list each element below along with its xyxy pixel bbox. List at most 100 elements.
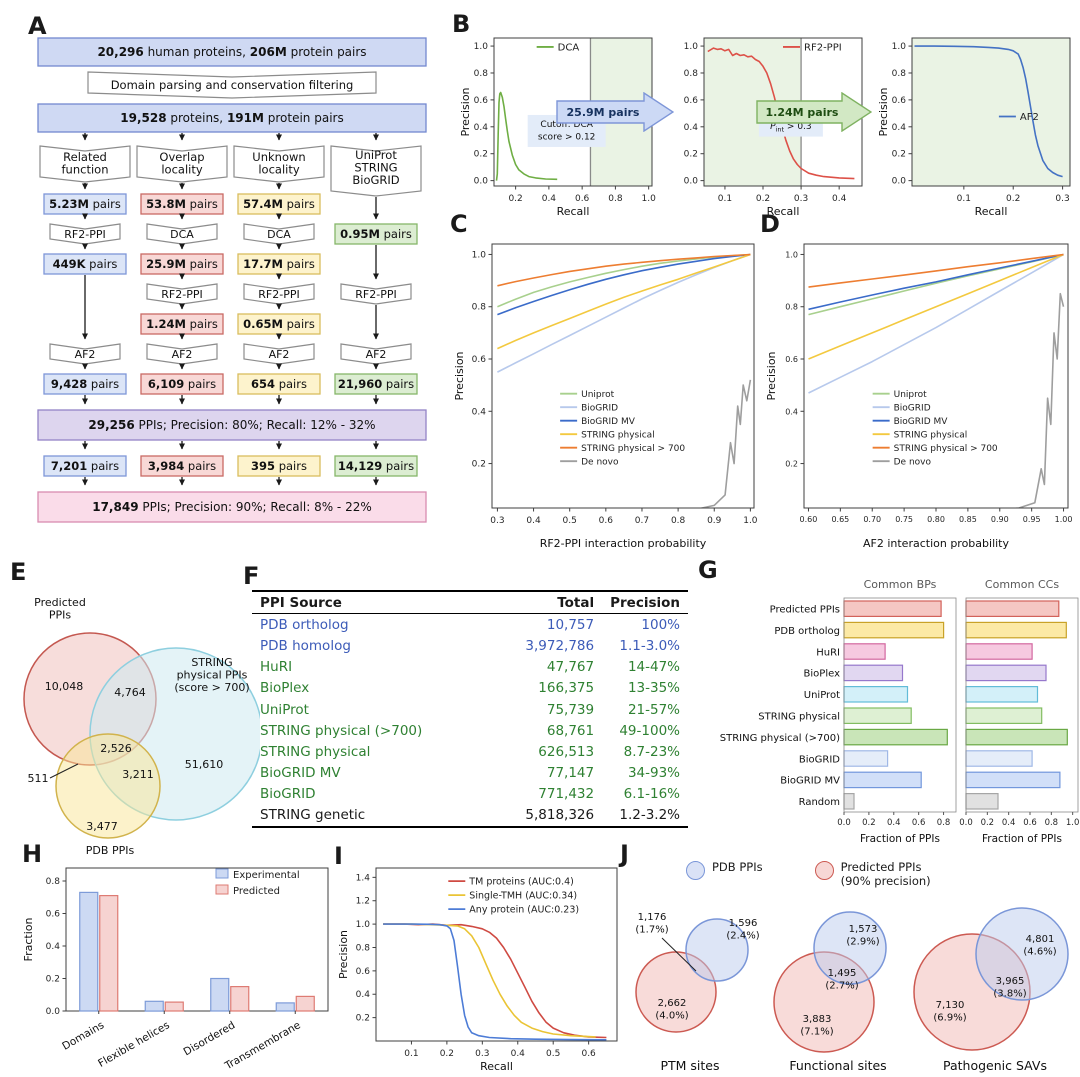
series-STRING physical > 700 (497, 253, 751, 287)
flow-box (334, 373, 418, 395)
j-legend-item: Predicted PPIs(90% precision) (814, 860, 931, 889)
y-label: Fraction (22, 918, 35, 962)
x-tick-label: 1.0 (642, 194, 657, 204)
x-tick-label: 1.0 (743, 516, 758, 526)
y-tick-label: 0.4 (474, 123, 489, 133)
g-bar (843, 600, 942, 617)
flow-filtered-box (37, 103, 427, 133)
legend: TM proteins (AUC:0.4)Single-TMH (AUC:0.3… (448, 877, 579, 916)
y-axis: 0.00.20.40.60.81.0 (474, 42, 494, 187)
g-tick-label: 0.6 (912, 818, 926, 828)
venn-label: 2,526 (100, 742, 132, 755)
flow-text: locality (258, 163, 300, 177)
g-bar (965, 793, 999, 810)
flow-text: 5.23M pairs (49, 197, 121, 211)
venn-label: (4.6%) (1023, 947, 1056, 958)
y-tick-label: 0.2 (356, 1014, 370, 1024)
venn-label: 3,883 (803, 1014, 832, 1025)
y-tick-label: 0.6 (356, 967, 371, 977)
y-tick-label: 1.0 (684, 42, 699, 52)
y-tick-label: 1.0 (474, 42, 489, 52)
h-bar (275, 1002, 295, 1012)
tspan-el: 395 (251, 459, 275, 473)
h-category-label: Flexible helices (96, 1019, 172, 1070)
x-tick-label: 0.6 (581, 1049, 596, 1059)
j-legend-item: PDB PPIs (686, 860, 763, 889)
y-tick-label: 0.0 (474, 177, 489, 187)
tspan-el: pairs (382, 377, 414, 391)
series-Single-TMH (AUC:0.34) (383, 923, 596, 1038)
venn-label: 3,477 (86, 820, 118, 833)
flow-text: DCA (170, 228, 194, 241)
series-DCA (495, 91, 558, 181)
flow-text: 14,129 pairs (338, 459, 414, 473)
y-tick-label: 0.2 (474, 150, 488, 160)
legend: DCA (536, 42, 579, 53)
svg-el: 4,801(4.6%)3,965(3.8%)7,130(6.9%)Pathoge… (913, 907, 1069, 1073)
y-axis: 0.20.40.60.81.0 (785, 250, 804, 469)
x-tick-label: 0.3 (475, 1049, 489, 1059)
venn-label: PPIs (49, 609, 72, 622)
x-tick-label: 0.90 (991, 515, 1009, 524)
cutoff-note: Cutoff: DCA (540, 120, 593, 130)
flow-box (334, 223, 418, 245)
x-tick-label: 0.5 (546, 1049, 560, 1059)
flow-col-header (136, 145, 228, 183)
g-category-label: BioGRID MV (780, 776, 840, 787)
g-tick-label: 0.2 (981, 818, 995, 828)
tspan-el: 449K (53, 257, 87, 271)
flow-text: BioGRID (352, 173, 399, 187)
series-Uniprot (497, 253, 751, 308)
series-De novo (698, 379, 752, 508)
precision-cell: 6.1-16% (623, 786, 680, 803)
big-arrow-label: 1.24M pairs (766, 106, 839, 119)
x-tick-label: 0.3 (794, 194, 808, 204)
h-bar (164, 1001, 184, 1012)
flow-merge1 (37, 409, 427, 441)
venn-label: (2.9%) (846, 937, 879, 948)
flow-step (49, 343, 121, 365)
flow-box (43, 253, 127, 275)
y-tick-label: 1.0 (785, 250, 798, 259)
y-axis: 0.20.40.60.81.01.21.4 (356, 873, 376, 1024)
flow-text: 0.65M pairs (243, 317, 315, 331)
tspan-el: pairs (275, 377, 307, 391)
venn-label: 4,801 (1026, 934, 1055, 945)
panel-label-i: I (334, 842, 343, 870)
y-tick-label: 1.0 (472, 250, 487, 260)
panel-b-arrow-2: 1.24M pairs (756, 92, 872, 132)
series-De novo (1009, 292, 1065, 508)
tspan-el: pairs (283, 197, 315, 211)
total-cell: 68,761 (546, 722, 595, 739)
flow-merge2 (37, 491, 427, 523)
flow-text: function (62, 163, 109, 177)
total-cell: 10,757 (546, 616, 595, 633)
legend-label: De novo (581, 458, 619, 468)
legend-label: RF2-PPI (804, 42, 842, 53)
tspan-el: 3,984 (148, 459, 184, 473)
tspan-el: 53.8M (146, 197, 186, 211)
g-tick-label: 0.0 (837, 818, 851, 828)
tspan-el: pairs (186, 257, 218, 271)
table-header: Total (476, 590, 603, 615)
big-arrow-label: 25.9M pairs (567, 106, 640, 119)
table-header: PPI Source (252, 590, 477, 615)
y-tick-label: 0.6 (474, 96, 489, 106)
panel-b-arrow-1: 25.9M pairs (556, 92, 674, 132)
series-BioGRID MV (497, 253, 751, 316)
y-axis: 0.20.40.60.81.0 (472, 250, 492, 470)
precision-cell: 1.2-3.2% (602, 804, 688, 829)
tspan-el: 19,528 (120, 111, 166, 125)
